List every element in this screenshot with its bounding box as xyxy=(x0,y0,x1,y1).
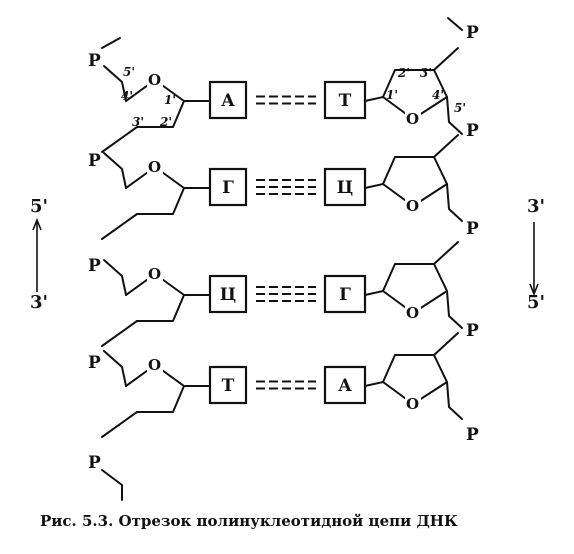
left-base-label: Т xyxy=(222,376,235,396)
right-carbon-label: 4' xyxy=(432,88,444,102)
right-base-box xyxy=(323,274,367,314)
right-direction-arrowhead xyxy=(529,283,539,297)
left-c3-bond xyxy=(101,411,138,438)
left-carbon-label: 5' xyxy=(123,65,135,79)
left-phosphate: P xyxy=(88,353,101,373)
right-ring-oxygen: O xyxy=(406,110,419,128)
right-top-stub xyxy=(447,17,463,31)
right-carbon-label: 2' xyxy=(397,66,410,80)
right-direction-top: 3' xyxy=(527,196,545,217)
left-carbon-label: 3' xyxy=(132,115,144,129)
right-phosphate: P xyxy=(466,321,479,341)
left-base-box xyxy=(208,365,248,405)
right-glycosidic-bond xyxy=(364,381,384,387)
left-carbon-label: 4' xyxy=(121,89,133,103)
left-c3-bond xyxy=(101,320,138,347)
left-ring-oxygen: O xyxy=(148,158,161,176)
right-c5-bond xyxy=(446,381,463,420)
left-top-stub xyxy=(101,37,121,49)
right-c3-bond xyxy=(433,47,459,71)
right-ring-oxygen: O xyxy=(406,395,419,413)
left-direction-top: 5' xyxy=(30,196,48,217)
left-phosphate: P xyxy=(88,51,101,71)
left-phosphate: P xyxy=(88,453,101,473)
left-base-box xyxy=(208,167,248,207)
left-c5-bond xyxy=(103,152,127,189)
right-c3-bond xyxy=(433,332,459,356)
right-ring-oxygen-bg xyxy=(405,306,421,320)
right-base-label: Ц xyxy=(337,178,353,198)
left-base-label: A xyxy=(220,91,235,111)
right-c5-bond xyxy=(446,96,463,135)
right-base-label: Г xyxy=(339,285,351,305)
left-c3-bond xyxy=(101,126,138,153)
right-base-label: A xyxy=(337,376,352,396)
left-direction-arrowhead xyxy=(32,217,42,231)
right-c3-bond xyxy=(433,241,459,265)
right-carbon-label: 3' xyxy=(420,66,432,80)
right-phosphate: P xyxy=(466,219,479,239)
left-base-box xyxy=(208,274,248,314)
right-ring-oxygen: O xyxy=(406,197,419,215)
right-ring-oxygen-bg xyxy=(405,397,421,411)
left-c5-bond xyxy=(103,65,127,102)
right-ring-oxygen: O xyxy=(406,304,419,322)
right-glycosidic-bond xyxy=(364,96,384,102)
right-glycosidic-bond xyxy=(364,290,384,296)
left-strand: P P P P P O O O O 5' 4' 3' 2' 1' xyxy=(88,37,211,501)
left-c5-bond xyxy=(103,350,127,387)
right-base-box xyxy=(323,365,367,405)
left-ring-oxygen: O xyxy=(148,265,161,283)
right-base-label: Т xyxy=(339,91,352,111)
right-phosphate: P xyxy=(466,23,479,43)
right-phosphate: P xyxy=(466,425,479,445)
right-c3-bond xyxy=(433,134,459,158)
right-strand: P P P P P O O O O 2' 3' 1' 4' 5' xyxy=(364,17,479,445)
left-phosphate: P xyxy=(88,256,101,276)
right-direction-bottom: 5' xyxy=(527,292,545,313)
left-direction-bottom: 3' xyxy=(30,292,48,313)
right-ring-oxygen-bg xyxy=(405,112,421,126)
left-c5-bond xyxy=(103,259,127,296)
left-carbon-label: 2' xyxy=(159,115,172,129)
left-ring-oxygen-bg xyxy=(147,160,163,174)
right-base-box xyxy=(323,80,367,120)
left-base-label: Ц xyxy=(220,285,236,305)
left-bottom-stub xyxy=(101,469,123,501)
right-phosphate: P xyxy=(466,121,479,141)
right-c5-bond xyxy=(446,290,463,329)
left-ring-oxygen-bg xyxy=(147,358,163,372)
figure-caption: Рис. 5.3. Отрезок полинуклеотидной цепи … xyxy=(40,512,458,530)
right-ring-oxygen-bg xyxy=(405,199,421,213)
left-ring-oxygen: O xyxy=(148,356,161,374)
right-carbon-label: 1' xyxy=(386,88,398,102)
right-carbon-label: 5' xyxy=(454,101,466,115)
base-pairs: A Т Г Ц Ц Г Т A xyxy=(208,80,367,405)
left-base-label: Г xyxy=(222,178,234,198)
right-c5-bond xyxy=(446,183,463,222)
left-carbon-label: 1' xyxy=(164,93,176,107)
left-phosphate: P xyxy=(88,151,101,171)
left-ring-oxygen-bg xyxy=(147,73,163,87)
right-base-box xyxy=(323,167,367,207)
left-ring-oxygen-bg xyxy=(147,267,163,281)
left-base-box xyxy=(208,80,248,120)
right-glycosidic-bond xyxy=(364,183,384,189)
left-ring-oxygen: O xyxy=(148,71,161,89)
left-c3-bond xyxy=(101,213,138,240)
